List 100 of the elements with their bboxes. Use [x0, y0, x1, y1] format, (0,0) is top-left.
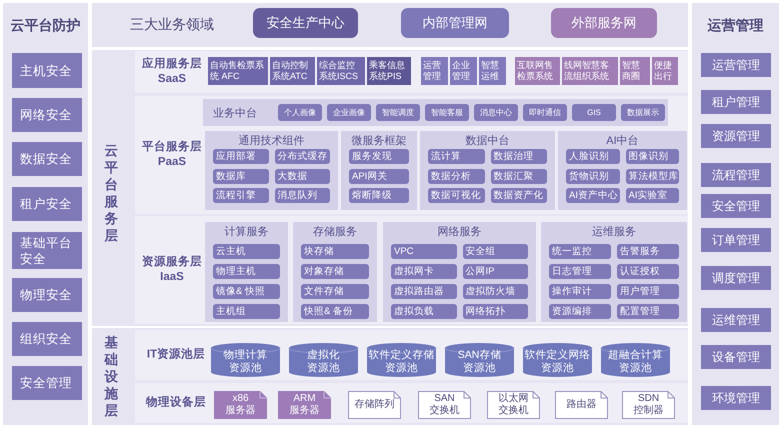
service-group — [205, 131, 338, 210]
layer-row — [135, 51, 688, 93]
management-item: 运营管理 — [701, 53, 771, 77]
row-label: IT资源池层 — [146, 348, 206, 362]
service-item: 文件存储 — [301, 284, 369, 299]
service-item: 虚拟路由器 — [391, 284, 456, 299]
service-item: 数据汇聚 — [490, 169, 547, 184]
service-group — [420, 131, 555, 210]
security-item: 基础平台安全 — [12, 232, 82, 269]
device-box: SDN 控制器 — [622, 391, 675, 419]
service-item: 网络拓扑 — [462, 304, 528, 319]
group-heading: 存储服务 — [312, 225, 358, 239]
band-heading: 三大业务领域 — [130, 16, 214, 34]
device-box: 存储阵列 — [348, 391, 401, 419]
service-item: 物理主机 — [213, 264, 280, 279]
service-item: 操作审计 — [549, 284, 611, 299]
service-item: 镜像& 快照 — [213, 284, 280, 299]
application-box: 智慧商圈 — [620, 57, 650, 85]
application-box: 智慧运维 — [479, 57, 506, 85]
device-box: SAN 交换机 — [418, 391, 471, 419]
management-item: 订单管理 — [701, 228, 771, 252]
device-box: 以太网交换机 — [487, 391, 540, 419]
service-item: 分布式缓存 — [274, 149, 330, 164]
resource-pool-cylinder: SAN存储资源池 — [445, 343, 514, 377]
service-item: AI实验室 — [626, 188, 679, 203]
group-heading: 运维服务 — [591, 224, 637, 239]
domain-box: 外部服务网 — [551, 8, 657, 38]
security-item: 安全管理 — [12, 366, 82, 400]
layer-band — [92, 328, 688, 425]
service-item: 日志管理 — [549, 264, 611, 279]
service-group — [341, 131, 417, 210]
service-item: 图像识别 — [626, 149, 679, 164]
device-box: x86 服务器 — [214, 391, 267, 419]
service-item: 认证授权 — [617, 264, 679, 279]
management-item: 资源管理 — [701, 124, 771, 148]
security-item: 数据安全 — [12, 142, 82, 176]
service-item: 安全组 — [462, 244, 528, 259]
layer-row — [135, 330, 688, 380]
management-item: 运维管理 — [701, 308, 771, 332]
application-box: 企业管理 — [450, 57, 477, 85]
side-panel — [3, 3, 88, 425]
service-item: API网关 — [349, 169, 409, 184]
group-heading: 网络服务 — [436, 225, 482, 239]
strip-label: 业务中台 — [213, 106, 257, 120]
resource-pool-cylinder: 软件定义网络资源池 — [523, 343, 592, 377]
panel-heading: 运营管理 — [706, 17, 764, 35]
service-group — [293, 222, 377, 322]
layer-label: 云平台服务层 — [104, 142, 119, 244]
security-item: 主机安全 — [12, 53, 82, 88]
management-item: 流程管理 — [701, 163, 771, 187]
application-box: 便捷出行 — [652, 57, 678, 85]
row-label: 物理设备层 — [144, 396, 207, 410]
layer-row — [135, 383, 688, 423]
group-heading: AI中台 — [605, 134, 640, 148]
device-box: 路由器 — [555, 391, 608, 419]
capability-chip: 个人画像 — [278, 104, 322, 121]
resource-pool-cylinder: 物理计算资源池 — [211, 343, 280, 377]
service-item: 公网IP — [462, 264, 528, 279]
layer-band — [92, 50, 688, 326]
capability-chip: 智能客服 — [425, 104, 469, 121]
service-group — [205, 222, 288, 322]
service-item: 人脸识别 — [566, 149, 620, 164]
row-label: 资源服务层 IaaS — [141, 255, 203, 285]
service-item: 资源编排 — [549, 304, 611, 319]
side-panel — [692, 3, 779, 425]
service-item: 应用部署 — [213, 149, 268, 164]
service-item: 熔断降级 — [349, 188, 409, 203]
application-box: 乘客信息系统PIS — [367, 57, 411, 85]
service-group — [541, 222, 687, 322]
application-box: 运营管理 — [421, 57, 448, 85]
service-item: 数据分析 — [428, 169, 484, 184]
row-label: 平台服务层 PaaS — [141, 140, 203, 170]
service-item: AI资产中心 — [566, 188, 620, 203]
service-item: 虚拟网卡 — [391, 264, 456, 279]
service-item: VPC — [391, 244, 456, 259]
group-heading: 数据中台 — [464, 134, 510, 148]
service-item: 货物识别 — [566, 169, 620, 184]
group-heading: 微服务框架 — [350, 134, 408, 148]
application-box: 自动售检票系统 AFC — [208, 57, 268, 85]
service-item: 快照& 备份 — [301, 304, 369, 319]
management-item: 安全管理 — [701, 194, 771, 218]
service-item: 对象存储 — [301, 264, 369, 279]
service-item: 告警服务 — [617, 244, 679, 259]
row-label: 应用服务层 SaaS — [141, 57, 203, 87]
security-item: 租户安全 — [12, 187, 82, 221]
service-item: 用户管理 — [617, 284, 679, 299]
management-item: 设备管理 — [701, 345, 771, 369]
capability-chip: 数据展示 — [621, 104, 665, 121]
application-box: 互联网售检票系统 — [515, 57, 560, 85]
service-item: 统一监控 — [549, 244, 611, 259]
domain-box: 内部管理网 — [401, 8, 509, 38]
service-item: 块存储 — [301, 244, 369, 259]
service-item: 消息队列 — [274, 188, 330, 203]
capability-chip: 智能调度 — [376, 104, 420, 121]
section-band — [92, 3, 688, 47]
service-item: 算法模型库 — [626, 169, 679, 184]
security-item: 组织安全 — [12, 322, 82, 356]
service-item: 大数据 — [274, 169, 330, 184]
layer-row — [135, 216, 688, 324]
domain-box: 安全生产中心 — [253, 8, 358, 38]
